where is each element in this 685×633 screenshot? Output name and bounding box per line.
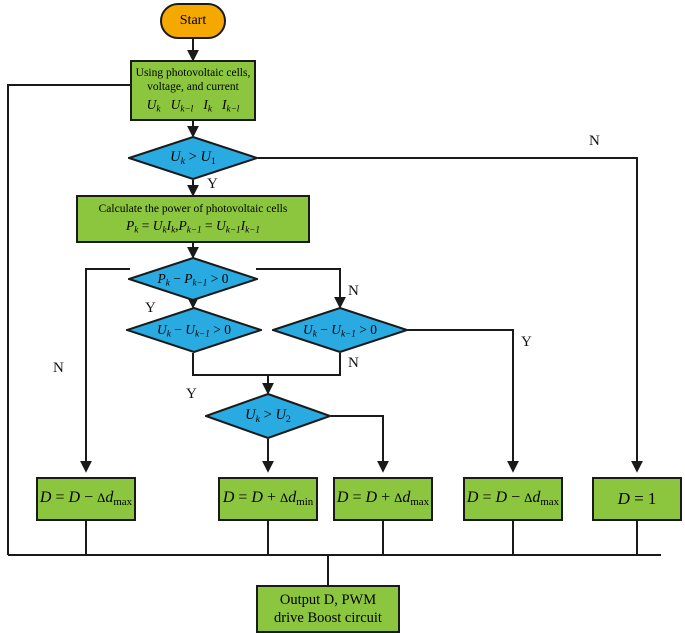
wire-cmpu2-no (331, 415, 389, 473)
node-calc-power[interactable]: Calculate the power of photovoltaic cell… (76, 195, 310, 243)
node-d-plus-dmin-label: D = D + Δdmin (222, 489, 314, 509)
wire-voltright-yes (404, 329, 519, 473)
node-calc-power-line1: Calculate the power of photovoltaic cell… (98, 202, 288, 215)
cmp-u1-shape (128, 136, 258, 180)
edge-label-volt-right-no: N (348, 355, 359, 371)
cmp-volt-right-shape (272, 307, 408, 353)
node-start[interactable]: Start (160, 3, 226, 39)
edge-label-cmp-power-right-no: N (348, 283, 359, 299)
node-output[interactable]: Output D, PWM drive Boost circuit (256, 585, 400, 633)
cmp-u2-shape (205, 393, 331, 439)
node-d-minus-dmax-left[interactable]: D = D − Δdmax (36, 477, 136, 521)
node-d-minus-dmax-left-label: D = D − Δdmax (39, 489, 133, 509)
node-calc-power-formula: Pk = UkIk,Pk−1 = Uk−1Ik−1 (126, 218, 260, 235)
node-d-minus-dmax-right[interactable]: D = D − Δdmax (463, 477, 563, 521)
node-cmp-u2[interactable]: Uk > U2 (205, 393, 331, 439)
wire-voltright-no (268, 353, 341, 376)
edge-label-cmp-power-left-no: N (53, 360, 64, 376)
node-cmp-u1[interactable]: Uk > U1 (128, 136, 258, 180)
edge-label-cmp-u1-yes: Y (207, 176, 218, 192)
wire-cmppower-left-no (80, 268, 130, 473)
cmp-power-shape (128, 257, 258, 301)
edge-label-volt-right-yes: Y (521, 334, 532, 350)
edge-label-volt-left-yes: Y (186, 386, 197, 402)
node-sample[interactable]: Using photovoltaic cells, voltage, and c… (130, 60, 256, 121)
node-d-minus-dmax-right-label: D = D − Δdmax (466, 489, 560, 509)
cmp-volt-left-shape (126, 307, 262, 353)
node-cmp-power[interactable]: Pk − Pk−1 > 0 (128, 257, 258, 301)
node-d-plus-dmax-label: D = D + Δdmax (336, 489, 430, 509)
node-output-line1: Output D, PWM (279, 591, 377, 608)
wire-voltleft-yes (192, 353, 274, 395)
wire-feedback-loop (7, 84, 130, 555)
node-d-one[interactable]: D = 1 (592, 477, 682, 521)
node-output-line2: drive Boost circuit (274, 610, 382, 626)
node-sample-line2: voltage, and current (147, 81, 239, 94)
edge-label-cmp-power-yes: Y (145, 300, 156, 316)
wire-cmpu1-no (258, 157, 643, 473)
node-d-plus-dmin[interactable]: D = D + Δdmin (218, 477, 318, 521)
edge-label-cmp-u1-no: N (589, 133, 600, 149)
node-sample-vars: Uk Uk−l Ik Ik−l (146, 96, 240, 114)
node-cmp-volt-right[interactable]: Uk − Uk−1 > 0 (272, 307, 408, 353)
wire-cmppower-right-no (256, 268, 346, 309)
node-start-label: Start (179, 13, 207, 28)
node-sample-line1: Using photovoltaic cells, (135, 67, 251, 80)
node-d-plus-dmax[interactable]: D = D + Δdmax (333, 477, 433, 521)
node-d-one-label: D = 1 (617, 489, 657, 509)
